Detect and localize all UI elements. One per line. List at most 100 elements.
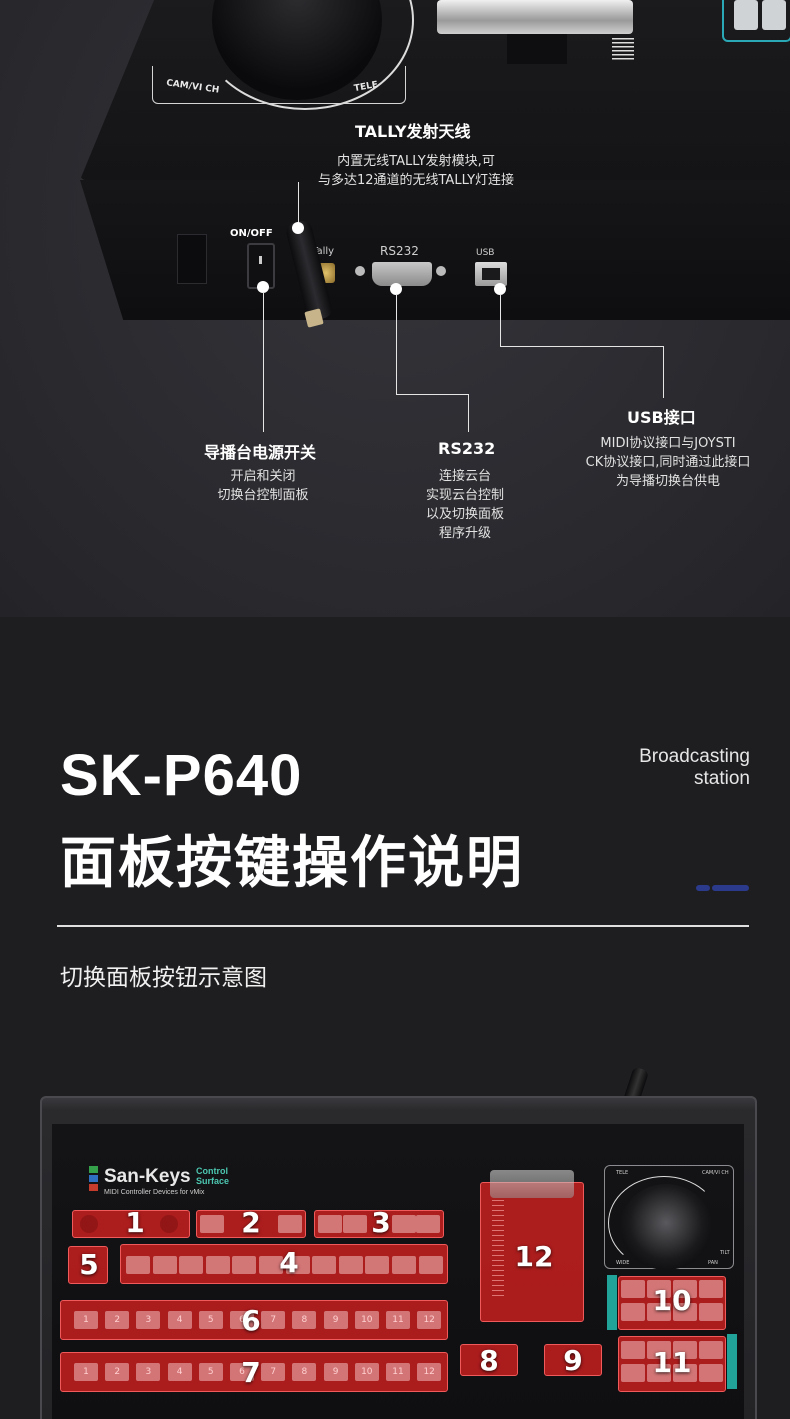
- zone-2[interactable]: [196, 1210, 306, 1238]
- key[interactable]: [621, 1341, 645, 1359]
- key[interactable]: [392, 1256, 416, 1274]
- usb-title: USB接口: [627, 408, 696, 427]
- key[interactable]: [365, 1256, 390, 1274]
- key[interactable]: [136, 1363, 161, 1381]
- key-label: 6: [239, 1315, 245, 1325]
- key[interactable]: [205, 1256, 230, 1274]
- key[interactable]: [417, 1311, 442, 1329]
- key[interactable]: [338, 1256, 363, 1274]
- usb-leader-b: [500, 346, 663, 347]
- key[interactable]: [198, 1311, 223, 1329]
- key[interactable]: [418, 1256, 443, 1274]
- key[interactable]: [105, 1311, 130, 1329]
- key-label: 8: [301, 1315, 308, 1325]
- zone-number-6: 6: [241, 1304, 261, 1337]
- zone-5[interactable]: [68, 1246, 108, 1284]
- key[interactable]: [74, 1311, 98, 1329]
- key[interactable]: [417, 1363, 442, 1381]
- key[interactable]: [167, 1311, 192, 1329]
- screw: [355, 266, 365, 276]
- key[interactable]: [647, 1303, 671, 1321]
- brand-subline: MIDI Controller Devices for vMix: [104, 1189, 205, 1196]
- key-label: 8: [301, 1367, 308, 1377]
- key-label: 7: [270, 1315, 277, 1325]
- tally-title: TALLY发射天线: [355, 122, 471, 141]
- key[interactable]: [647, 1341, 671, 1359]
- key-label: 9: [332, 1315, 339, 1325]
- key[interactable]: [673, 1364, 697, 1382]
- joy-label-cam: CAM/VI CH: [702, 1170, 729, 1176]
- key[interactable]: [318, 1215, 342, 1233]
- antenna-tip: [304, 308, 324, 328]
- key[interactable]: [74, 1363, 98, 1381]
- key[interactable]: [232, 1256, 257, 1274]
- key[interactable]: [699, 1280, 723, 1298]
- key[interactable]: [105, 1363, 130, 1381]
- key[interactable]: [198, 1363, 223, 1381]
- key[interactable]: [261, 1311, 286, 1329]
- key[interactable]: [354, 1363, 379, 1381]
- joy-label-tilt: TILT: [720, 1250, 730, 1256]
- zone-number-11: 11: [652, 1346, 692, 1379]
- key[interactable]: [312, 1256, 337, 1274]
- power-mark: [259, 256, 262, 264]
- key[interactable]: [323, 1363, 348, 1381]
- usb-marker: [494, 283, 506, 295]
- key[interactable]: [621, 1280, 645, 1298]
- key-label: 6: [239, 1367, 245, 1377]
- key[interactable]: [230, 1311, 254, 1329]
- tally-leader: [298, 182, 299, 226]
- key[interactable]: [261, 1363, 286, 1381]
- screw: [436, 266, 446, 276]
- key[interactable]: [278, 1215, 302, 1233]
- key[interactable]: [386, 1363, 410, 1381]
- key[interactable]: [621, 1364, 645, 1382]
- key[interactable]: [167, 1363, 192, 1381]
- zone-number-3: 3: [371, 1206, 391, 1239]
- key[interactable]: [673, 1341, 697, 1359]
- key[interactable]: [292, 1363, 317, 1381]
- key[interactable]: [621, 1303, 645, 1321]
- key-label: 5: [207, 1367, 214, 1377]
- rs232-leader-a: [396, 294, 397, 394]
- key[interactable]: [699, 1303, 723, 1321]
- key-label: 3: [145, 1367, 152, 1377]
- zone-number-9: 9: [563, 1344, 583, 1377]
- zone-8-button[interactable]: [460, 1344, 518, 1376]
- key[interactable]: [136, 1311, 161, 1329]
- logo-square-green: [89, 1166, 98, 1173]
- key[interactable]: [673, 1280, 697, 1298]
- tally-marker: [292, 222, 304, 234]
- key[interactable]: [152, 1256, 177, 1274]
- key[interactable]: [354, 1311, 379, 1329]
- key[interactable]: [230, 1363, 254, 1381]
- key[interactable]: [285, 1256, 310, 1274]
- key[interactable]: [323, 1311, 348, 1329]
- fader-scale: [612, 38, 634, 60]
- power-desc: 开启和关闭 切换台控制面板: [217, 469, 309, 503]
- key[interactable]: [699, 1341, 723, 1359]
- key[interactable]: [416, 1215, 440, 1233]
- key[interactable]: [259, 1256, 283, 1274]
- key[interactable]: [699, 1364, 723, 1382]
- key[interactable]: [200, 1215, 224, 1233]
- key[interactable]: [179, 1256, 204, 1274]
- zone-number-12: 12: [514, 1240, 554, 1273]
- tbar-handle[interactable]: [490, 1170, 574, 1198]
- key[interactable]: [292, 1311, 317, 1329]
- key[interactable]: [392, 1215, 416, 1233]
- tally-desc: 内置无线TALLY发射模块,可 与多达12通道的无线TALLY灯连接: [317, 154, 515, 188]
- key[interactable]: [647, 1280, 671, 1298]
- key[interactable]: [126, 1256, 150, 1274]
- key-label: 11: [392, 1367, 404, 1377]
- tbar-scale: [492, 1200, 504, 1300]
- joystick-arc: [608, 1176, 720, 1270]
- usb-leader-a: [500, 294, 501, 346]
- key[interactable]: [647, 1364, 671, 1382]
- power-title: 导播台电源开关: [204, 443, 317, 462]
- key[interactable]: [386, 1311, 410, 1329]
- zone-9-button[interactable]: [544, 1344, 602, 1376]
- key[interactable]: [673, 1303, 697, 1321]
- side-caption-line2: station: [694, 768, 750, 789]
- key[interactable]: [343, 1215, 367, 1233]
